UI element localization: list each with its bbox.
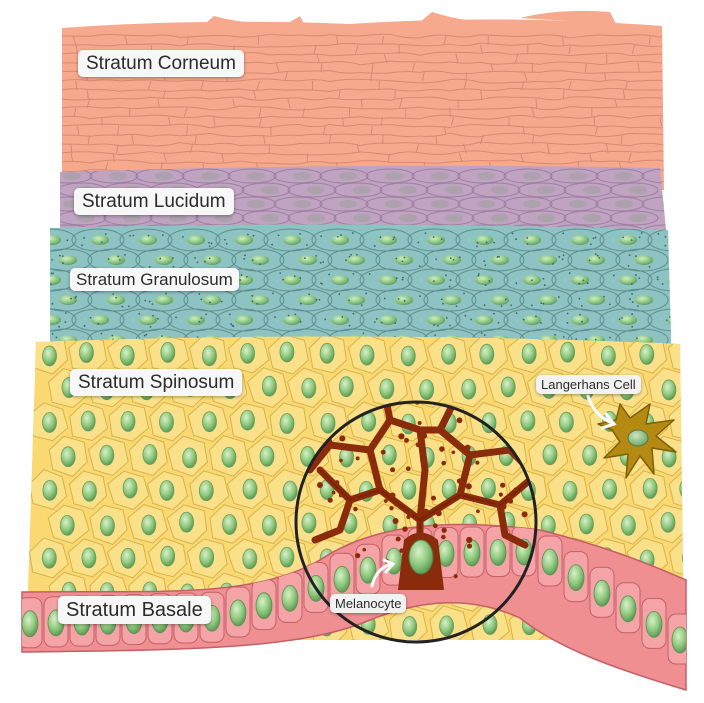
stratum-lucidum-label: Stratum Lucidum	[74, 188, 234, 215]
stratum-basale-label: Stratum Basale	[58, 596, 211, 624]
curved-arrow-icon	[370, 558, 396, 588]
stratum-granulosum-layer	[50, 224, 672, 370]
melanocyte-cell	[306, 402, 534, 590]
melanocyte-label: Melanocyte	[330, 594, 407, 613]
curved-arrow-icon	[586, 394, 617, 430]
langerhans-cell	[597, 403, 677, 479]
magnifier-circle-icon	[294, 400, 538, 644]
stratum-spinosum-label: Stratum Spinosum	[70, 369, 243, 396]
stratum-granulosum-label: Stratum Granulosum	[70, 268, 239, 291]
stratum-corneum-label: Stratum Corneum	[78, 50, 244, 77]
langerhans-cell-label: Langerhans Cell	[536, 375, 641, 394]
